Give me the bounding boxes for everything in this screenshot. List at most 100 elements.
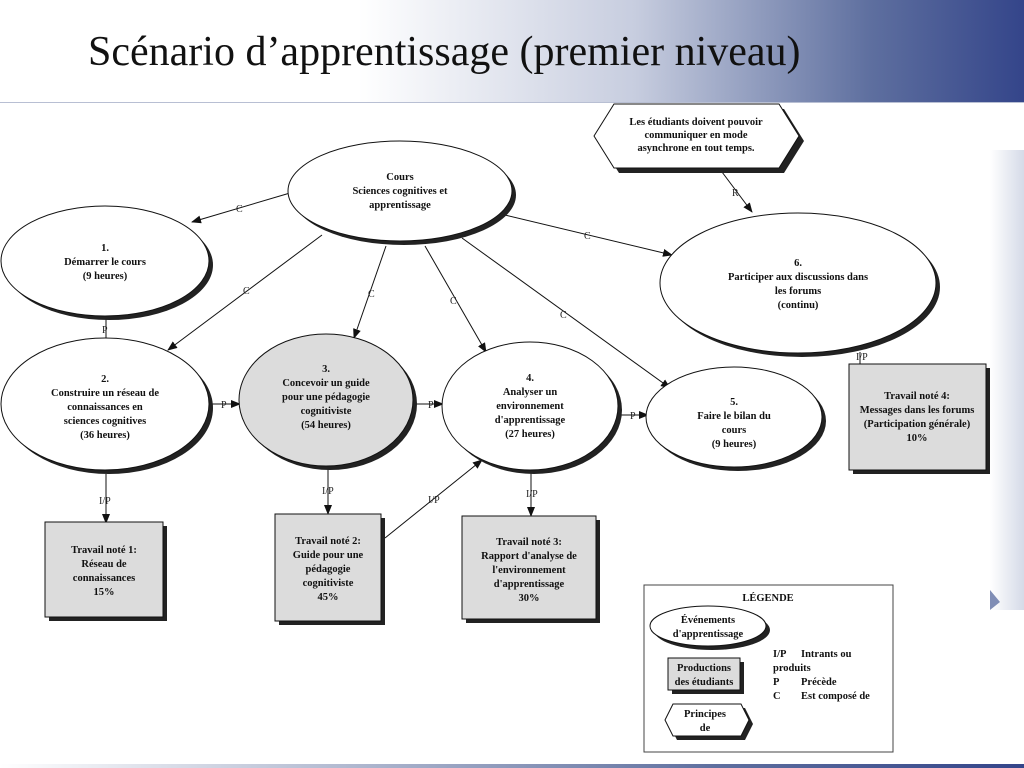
product-label: Rapport d'analyse de (481, 551, 577, 562)
node-label: 3. (322, 364, 330, 375)
edge-label: I/P (526, 489, 538, 500)
edge-cours-n6 (504, 214, 673, 257)
edge-t2-n4 (384, 459, 483, 539)
node-label: Sciences cognitives et (352, 186, 448, 197)
title-bar (0, 0, 1024, 102)
node-1: 1. Démarrer le cours (9 heures) (0, 205, 213, 320)
principle-hexagon: Les étudiants doivent pouvoir communique… (593, 103, 804, 173)
legend-principle-label: de (700, 723, 711, 734)
node-label: environnement (496, 401, 564, 412)
side-decoration (990, 150, 1024, 610)
node-label: 2. (101, 374, 109, 385)
node-cours: Cours Sciences cognitives et apprentissa… (287, 140, 516, 245)
legend-code: I/P (773, 649, 787, 660)
node-label: Démarrer le cours (64, 257, 146, 268)
legend-production-label: Productions (677, 663, 731, 674)
legend-code: P (773, 677, 780, 688)
node-label: 4. (526, 373, 534, 384)
product-label: Travail noté 2: (295, 536, 361, 547)
product-label: Messages dans les forums (860, 405, 975, 416)
product-label: 10% (907, 433, 928, 444)
legend: LÉGENDE Événements d'apprentissage Produ… (643, 584, 894, 753)
node-label: Analyser un (503, 387, 558, 398)
edge-cours-n1 (191, 192, 291, 224)
principle-text: Les étudiants doivent pouvoir (629, 117, 763, 128)
edge-label: P (630, 411, 636, 422)
legend-production-label: des étudiants (675, 677, 734, 688)
legend-principle-label: Principes (684, 709, 726, 720)
node-label: Construire un réseau de (51, 388, 159, 399)
product-t4: Travail noté 4: Messages dans les forums… (848, 363, 990, 474)
edges (102, 171, 861, 539)
node-2: 2. Construire un réseau de connaissances… (0, 337, 213, 474)
product-label: 45% (318, 592, 339, 603)
edge-label: I/P (428, 495, 440, 506)
edge-cours-n3 (353, 245, 387, 339)
bottom-decoration (0, 764, 1024, 768)
node-label: (continu) (778, 300, 819, 311)
edge-label: C (243, 286, 250, 297)
title-divider (0, 102, 1024, 103)
node-label: cognitiviste (301, 406, 352, 417)
node-label: cours (722, 425, 747, 436)
node-4: 4. Analyser un environnement d'apprentis… (441, 341, 622, 474)
edge-label: P (221, 400, 227, 411)
node-label: pour une pédagogie (282, 392, 370, 403)
node-3: 3. Concevoir un guide pour une pédagogie… (238, 333, 417, 470)
edge-label: R (732, 188, 739, 199)
node-label: Concevoir un guide (282, 378, 370, 389)
legend-event-label: d'apprentissage (673, 629, 744, 640)
product-label: pédagogie (306, 564, 351, 575)
product-label: Réseau de (81, 559, 127, 570)
product-t3: Travail noté 3: Rapport d'analyse de l'e… (461, 515, 600, 623)
product-label: Guide pour une (293, 550, 364, 561)
edge-cours-n2 (167, 234, 323, 351)
edge-label: I/P (856, 352, 868, 363)
edge-principle-n6 (721, 171, 753, 213)
edge-label: C (368, 289, 375, 300)
node-label: Faire le bilan du (697, 411, 771, 422)
edge-label: I/P (322, 486, 334, 497)
node-label: (54 heures) (301, 420, 351, 431)
edge-label: C (560, 310, 567, 321)
product-label: 15% (94, 587, 115, 598)
node-label: apprentissage (369, 200, 431, 211)
product-t2: Travail noté 2: Guide pour une pédagogie… (274, 513, 385, 625)
edge-labels: C C C C C C R P P P P I/P I/P I/P I/P I/… (99, 188, 868, 507)
node-label: 5. (730, 397, 738, 408)
edge-label: C (584, 231, 591, 242)
node-label: connaissances en (67, 402, 143, 413)
product-label: d'apprentissage (494, 579, 565, 590)
product-t1: Travail noté 1: Réseau de connaissances … (44, 521, 167, 621)
node-label: (36 heures) (80, 430, 130, 441)
node-label: les forums (775, 286, 821, 297)
edge-cours-n4 (424, 245, 487, 353)
legend-meaning: produits (773, 663, 811, 674)
node-label: sciences cognitives (64, 416, 147, 427)
product-label: Travail noté 3: (496, 537, 562, 548)
legend-code: C (773, 691, 781, 702)
edge-label: P (102, 325, 108, 336)
legend-meaning: Est composé de (801, 691, 870, 702)
product-label: connaissances (73, 573, 135, 584)
legend-meaning: Précède (801, 677, 837, 688)
node-label: Cours (386, 172, 413, 183)
product-label: cognitiviste (303, 578, 354, 589)
principle-text: communiquer en mode (644, 130, 747, 141)
product-label: Travail noté 4: (884, 391, 950, 402)
legend-title: LÉGENDE (742, 592, 793, 604)
product-label: l'environnement (492, 565, 566, 576)
node-label: 1. (101, 243, 109, 254)
legend-meaning: Intrants ou (801, 649, 852, 660)
edge-label: P (428, 400, 434, 411)
node-label: (9 heures) (712, 439, 757, 450)
product-label: Travail noté 1: (71, 545, 137, 556)
edge-cours-n5 (461, 237, 671, 389)
principle-text: asynchrone en tout temps. (637, 143, 754, 154)
node-6: 6. Participer aux discussions dans les f… (659, 212, 940, 357)
node-label: Participer aux discussions dans (728, 272, 868, 283)
product-label: 30% (519, 593, 540, 604)
product-label: (Participation générale) (864, 419, 971, 430)
node-label: (27 heures) (505, 429, 555, 440)
